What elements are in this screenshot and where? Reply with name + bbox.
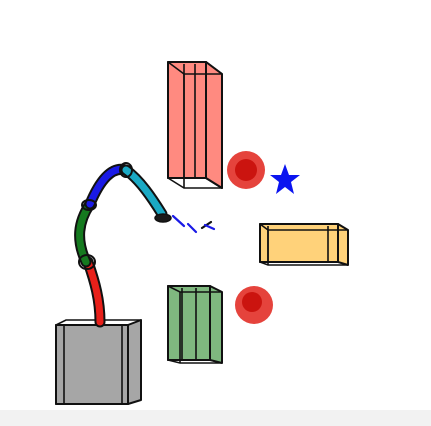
floor xyxy=(0,410,431,426)
red-sphere-lower xyxy=(235,286,273,324)
blue-star xyxy=(270,164,300,194)
gripper xyxy=(154,213,216,234)
robot-arm xyxy=(74,162,168,328)
green-box xyxy=(167,285,223,364)
robot-base xyxy=(55,319,142,405)
red-sphere-upper xyxy=(227,151,265,189)
yellow-box xyxy=(259,223,349,266)
red-box xyxy=(167,61,223,189)
